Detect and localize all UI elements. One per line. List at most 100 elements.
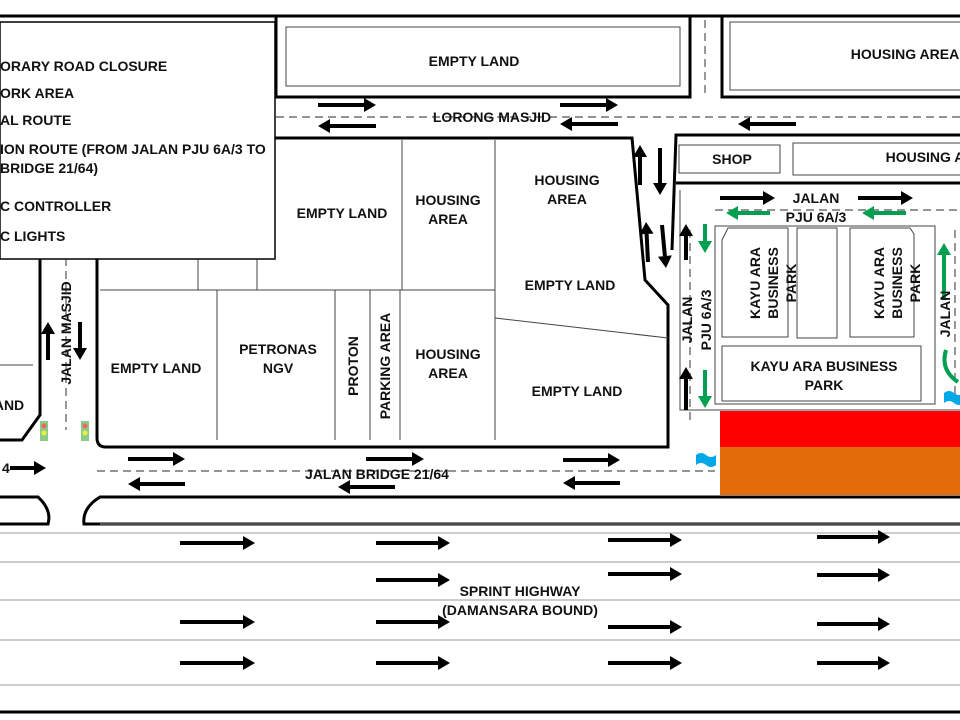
area-label: EMPTY LAND bbox=[429, 53, 520, 69]
area-label: PARK bbox=[783, 264, 799, 303]
traffic-arrow-icon bbox=[318, 98, 376, 112]
traffic-arrow-icon bbox=[560, 117, 618, 131]
flag-icon bbox=[696, 453, 716, 467]
road-label: JALAN bbox=[793, 190, 840, 206]
traffic-arrow-icon bbox=[560, 98, 618, 112]
traffic-arrow-icon bbox=[608, 567, 682, 581]
traffic-arrow-icon bbox=[376, 536, 450, 550]
area-label: PARKING AREA bbox=[377, 313, 393, 420]
traffic-arrow-icon bbox=[376, 615, 450, 629]
legend-road-closure: ORARY ROAD CLOSURE bbox=[0, 58, 167, 74]
area-label: EMPTY LAND bbox=[532, 383, 623, 399]
area-label: KAYU ARA bbox=[871, 247, 887, 319]
legend-box bbox=[0, 21, 276, 260]
area-label: EMPTY LAND bbox=[111, 360, 202, 376]
traffic-arrow-icon bbox=[653, 148, 667, 195]
area-label: AND bbox=[0, 397, 24, 413]
area-label: HOUSING bbox=[415, 192, 480, 208]
traffic-arrow-icon bbox=[180, 536, 255, 550]
road-label: 4 bbox=[2, 460, 10, 476]
legend-traffic-lights: C LIGHTS bbox=[0, 228, 65, 244]
traffic-arrow-icon bbox=[633, 145, 647, 185]
traffic-arrow-icon bbox=[10, 461, 46, 475]
legend: ORARY ROAD CLOSURE ORK AREA AL ROUTE ION… bbox=[0, 58, 266, 244]
traffic-arrow-icon bbox=[563, 476, 620, 490]
area-label: PETRONAS bbox=[239, 341, 317, 357]
traffic-arrow-icon bbox=[608, 533, 682, 547]
road-label: JALAN bbox=[937, 291, 953, 338]
area-label: HOUSING A bbox=[886, 149, 960, 165]
road-label: (DAMANSARA BOUND) bbox=[442, 602, 598, 618]
traffic-arrow-icon bbox=[73, 322, 87, 360]
area-label: SHOP bbox=[712, 151, 752, 167]
traffic-arrow-icon bbox=[738, 117, 796, 131]
diversion-arrow-icon bbox=[862, 206, 906, 220]
flag-icon bbox=[944, 391, 960, 405]
traffic-arrow-icon bbox=[657, 224, 672, 268]
road-label: JALAN BRIDGE 21/64 bbox=[305, 466, 449, 482]
traffic-arrow-icon bbox=[338, 480, 395, 494]
traffic-light-icon bbox=[40, 421, 48, 441]
traffic-arrow-icon bbox=[376, 656, 450, 670]
area-label: EMPTY LAND bbox=[525, 277, 616, 293]
traffic-arrow-icon bbox=[679, 367, 693, 410]
area-label: HOUSING bbox=[534, 172, 599, 188]
area-label: PROTON bbox=[345, 336, 361, 396]
area-label: AREA bbox=[547, 191, 587, 207]
traffic-arrow-icon bbox=[608, 656, 682, 670]
road-label: LORONG MASJID bbox=[433, 109, 551, 125]
labels: EMPTY LAND HOUSING AREA LORONG MASJID SH… bbox=[0, 46, 960, 618]
diversion-arrow-icon bbox=[698, 224, 712, 253]
traffic-arrow-icon bbox=[180, 615, 255, 629]
area-label: AREA bbox=[428, 211, 468, 227]
traffic-arrow-icon bbox=[180, 656, 255, 670]
area-label: PARK bbox=[907, 264, 923, 303]
area-label: HOUSING bbox=[415, 346, 480, 362]
traffic-arrow-icon bbox=[563, 453, 620, 467]
road-label: PJU 6A/3 bbox=[786, 209, 847, 225]
legend-normal-route: AL ROUTE bbox=[0, 112, 71, 128]
road-label: JALAN MASJID bbox=[58, 281, 74, 384]
center-lines bbox=[65, 20, 960, 472]
area-label: KAYU ARA BUSINESS bbox=[750, 358, 897, 374]
traffic-arrow-icon bbox=[366, 452, 424, 466]
diversion-arrow-icon bbox=[726, 206, 770, 220]
traffic-arrow-icon bbox=[817, 617, 890, 631]
area-label: PARK bbox=[805, 377, 844, 393]
traffic-light-icon bbox=[81, 421, 89, 441]
traffic-arrow-icon bbox=[679, 224, 693, 260]
road-boundaries bbox=[0, 14, 960, 714]
diversion-arrow-icon bbox=[937, 243, 951, 300]
traffic-arrow-icon bbox=[858, 191, 913, 205]
area-label: HOUSING AREA bbox=[851, 46, 959, 62]
legend-diversion-route: ION ROUTE (FROM JALAN PJU 6A/3 TO bbox=[0, 141, 266, 157]
area-label: BUSINESS bbox=[889, 247, 905, 319]
traffic-arrow-icon bbox=[128, 477, 185, 491]
traffic-arrow-icon bbox=[128, 452, 185, 466]
traffic-arrow-icon bbox=[608, 620, 682, 634]
traffic-arrow-icon bbox=[318, 119, 376, 133]
road-closure-area bbox=[720, 411, 960, 447]
traffic-arrow-icon bbox=[817, 530, 890, 544]
traffic-arrow-icon bbox=[639, 222, 654, 263]
diversion-arrow-icon bbox=[698, 370, 712, 408]
traffic-arrow-icon bbox=[720, 191, 775, 205]
work-area bbox=[720, 447, 960, 495]
legend-traffic-controller: C CONTROLLER bbox=[0, 198, 111, 214]
legend-work-area: ORK AREA bbox=[0, 85, 74, 101]
traffic-arrows bbox=[10, 98, 951, 670]
area-label: KAYU ARA bbox=[747, 247, 763, 319]
road-label: JALAN bbox=[679, 297, 695, 344]
legend-diversion-route-cont: BRIDGE 21/64) bbox=[0, 160, 98, 176]
area-label: NGV bbox=[263, 360, 294, 376]
traffic-arrow-icon bbox=[817, 568, 890, 582]
u-turn-arrow bbox=[942, 349, 960, 384]
area-label: BUSINESS bbox=[765, 247, 781, 319]
road-label: PJU 6A/3 bbox=[698, 289, 714, 350]
area-label: EMPTY LAND bbox=[297, 205, 388, 221]
traffic-arrow-icon bbox=[817, 656, 890, 670]
road-label: SPRINT HIGHWAY bbox=[460, 583, 581, 599]
traffic-arrow-icon bbox=[41, 322, 55, 360]
traffic-arrow-icon bbox=[376, 573, 450, 587]
